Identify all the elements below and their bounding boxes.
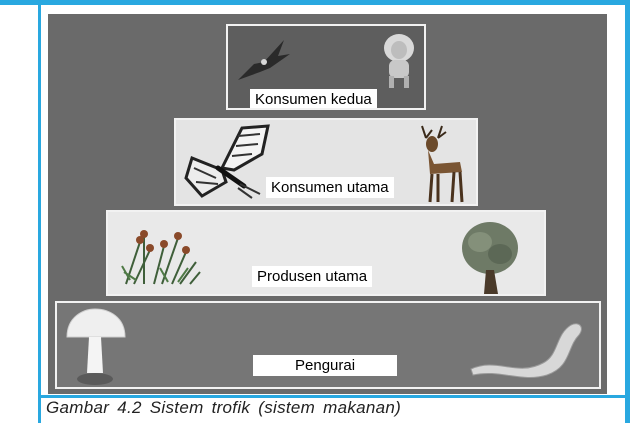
figure-caption: Gambar 4.2 Sistem trofik (sistem makanan… [46, 398, 402, 417]
tree-icon [462, 222, 518, 294]
lion-icon [384, 34, 414, 88]
tier-secondary-consumer: Konsumen kedua [226, 24, 426, 110]
butterfly-icon [184, 124, 270, 199]
frame-bottom-border [38, 395, 630, 398]
frame-right-border [625, 5, 630, 423]
label-producer: Produsen utama [252, 266, 373, 287]
tier-primary-consumer: Konsumen utama [174, 118, 478, 206]
tier-decomposer: Pengurai [55, 301, 601, 389]
mushroom-icon [66, 308, 126, 385]
worm-icon [470, 323, 582, 379]
label-primary-consumer: Konsumen utama [266, 177, 394, 198]
label-decomposer: Pengurai [253, 355, 398, 376]
frame-left-border [38, 5, 41, 423]
eagle-icon [238, 40, 290, 80]
deer-icon [421, 125, 464, 203]
label-secondary-consumer: Konsumen kedua [250, 89, 377, 108]
tier-producer: Produsen utama [106, 210, 546, 296]
frame-top-border [0, 0, 630, 5]
flowers-icon [121, 230, 201, 285]
trophic-pyramid: Konsumen kedua Konsumen utama [48, 14, 607, 394]
